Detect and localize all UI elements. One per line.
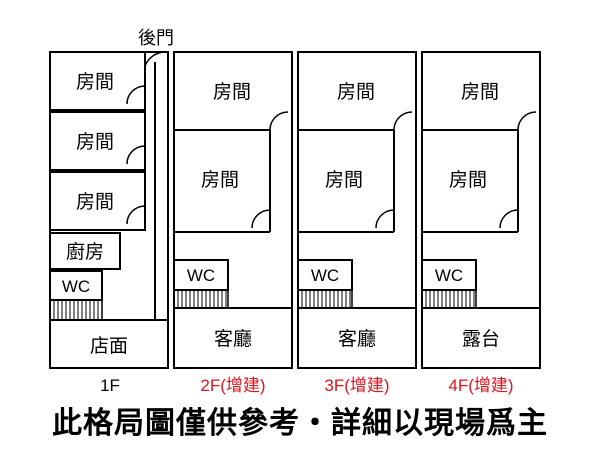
- room-label: 房間: [213, 81, 251, 103]
- wc-label: WC: [311, 266, 339, 285]
- room-label: 房間: [449, 169, 487, 191]
- back-door-label: 後門: [138, 28, 174, 49]
- floor-label-1f: 1F: [100, 376, 120, 395]
- room-label: 房間: [201, 169, 239, 191]
- floor-4f-plan: [421, 51, 541, 369]
- wc-label: WC: [62, 277, 90, 296]
- floor-3f-plan: [297, 51, 417, 369]
- living-room-label: 客廳: [338, 328, 376, 350]
- room-label: 房間: [76, 131, 114, 153]
- room-label: 房間: [76, 71, 114, 93]
- shopfront-label: 店面: [90, 335, 128, 357]
- kitchen-label: 廚房: [66, 240, 104, 263]
- floor-label-4f: 4F(增建): [448, 376, 513, 395]
- room-label: 房間: [461, 81, 499, 103]
- floor-label-2f: 2F(增建): [200, 376, 265, 395]
- wc-label: WC: [435, 266, 463, 285]
- floor-plan: 後門 房間 房間 房間 廚房 WC 店面 房間 房間 WC 客廳 房間 房間 W…: [49, 28, 541, 395]
- room-label: 房間: [76, 191, 114, 213]
- floor-2f-plan: [173, 51, 293, 369]
- floor-1f-plan: [49, 51, 169, 369]
- floor-label-3f: 3F(增建): [324, 376, 389, 395]
- wc-label: WC: [187, 266, 215, 285]
- living-room-label: 客廳: [214, 328, 252, 350]
- terrace-label: 露台: [462, 328, 500, 350]
- room-label: 房間: [337, 81, 375, 103]
- room-label: 房間: [325, 169, 363, 191]
- disclaimer-text: 此格局圖僅供參考・詳細以現場爲主: [52, 406, 548, 441]
